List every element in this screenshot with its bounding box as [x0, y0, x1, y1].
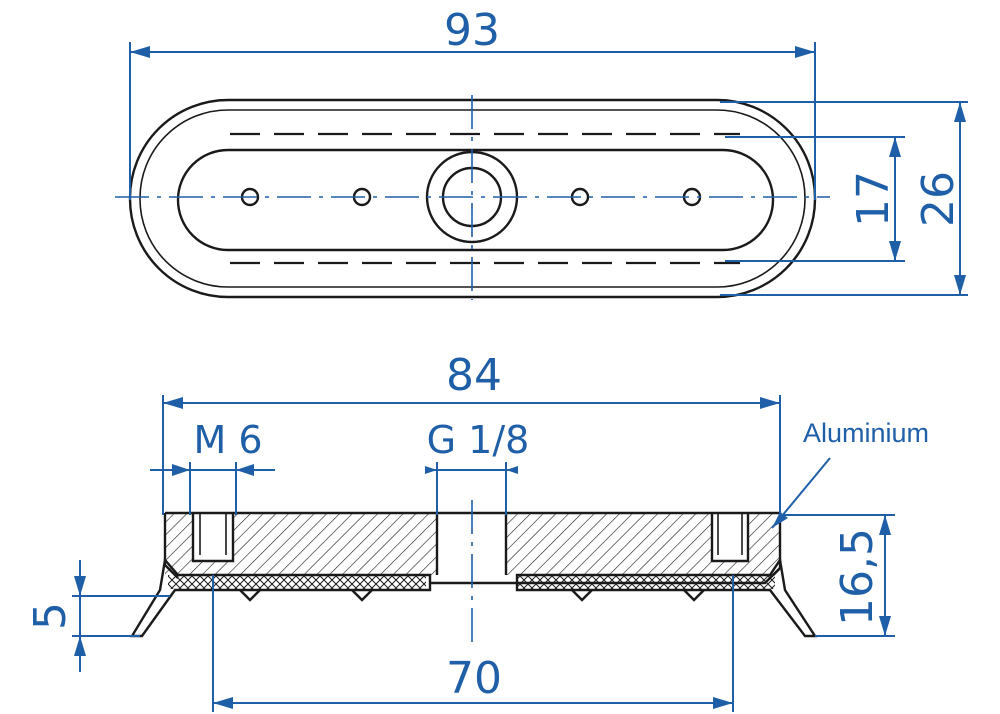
- dim-thread-g: G 1/8: [427, 418, 530, 462]
- top-view: 93 17 26: [115, 5, 968, 300]
- rubber-lip-right: [515, 556, 818, 638]
- dim-hole-spacing: 70: [446, 653, 502, 704]
- section-view: 84 M 6 G 1/8 Aluminium 16,5 5: [25, 350, 929, 712]
- dim-total-width: 26: [913, 171, 964, 227]
- rubber-layer-left: [168, 575, 426, 589]
- dim-total-length: 93: [444, 5, 500, 56]
- dim-inner-width: 17: [848, 171, 899, 227]
- label-material: Aluminium: [803, 418, 929, 448]
- rubber-lip-left: [129, 557, 432, 638]
- dim-base-length: 84: [446, 350, 502, 401]
- dim-total-height: 16,5: [832, 528, 883, 626]
- inner-outline: [176, 148, 775, 252]
- dim-thread-m: M 6: [193, 418, 262, 462]
- dim-lip-height: 5: [25, 602, 76, 630]
